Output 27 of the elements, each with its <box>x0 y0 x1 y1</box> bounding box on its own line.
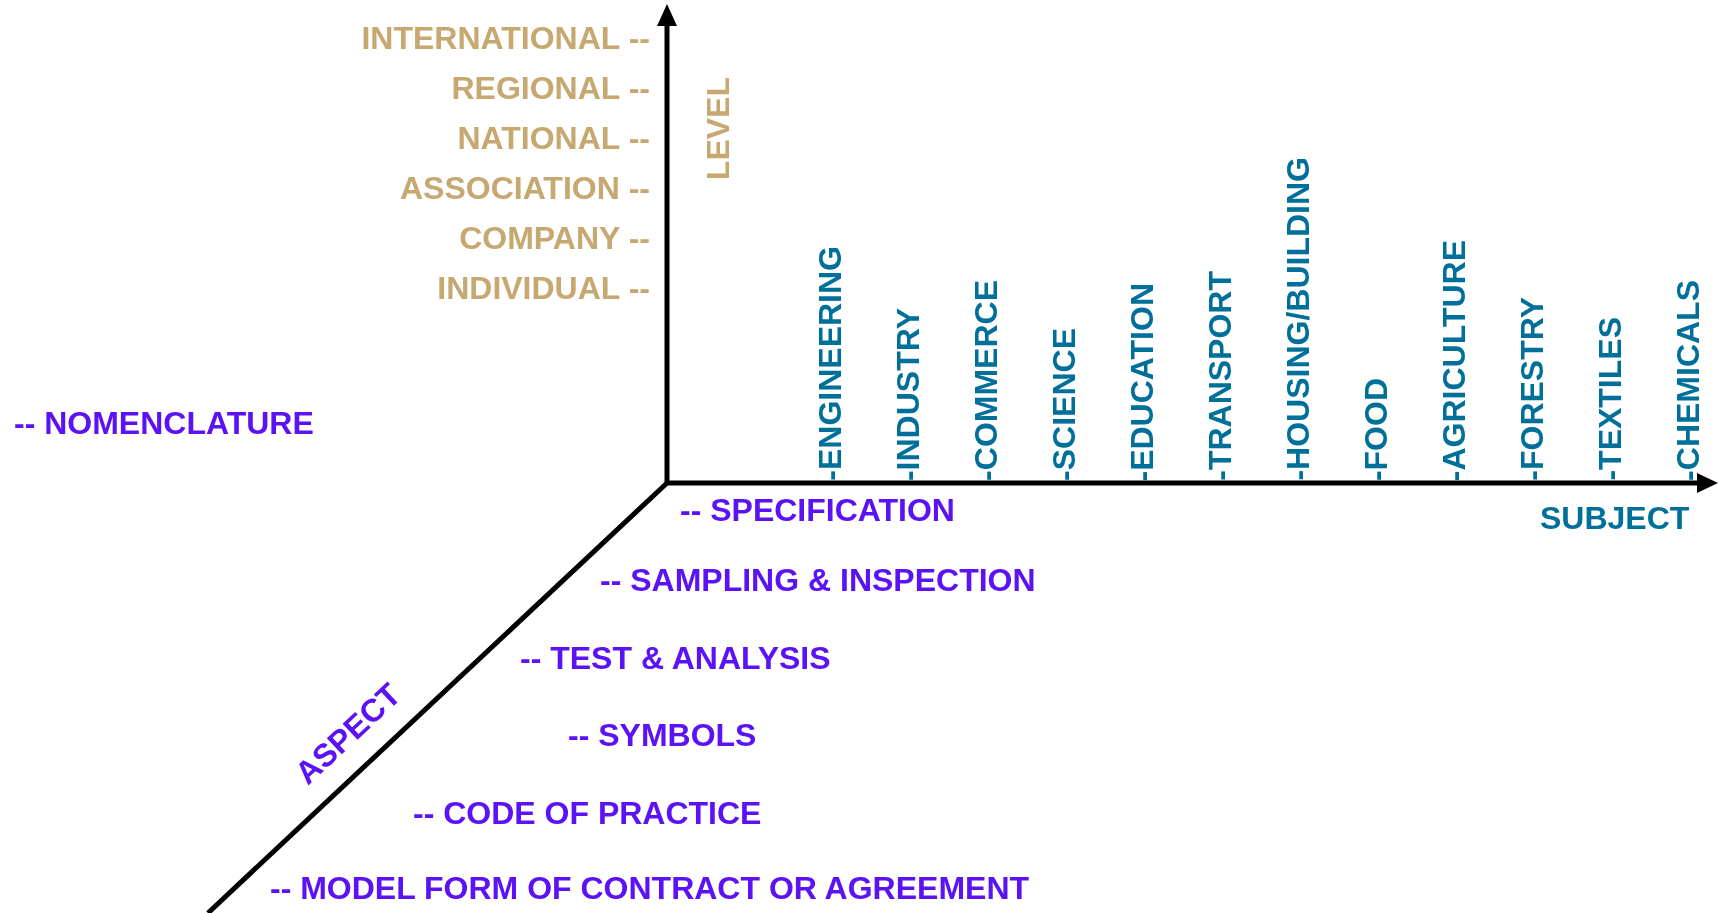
subject-label: -TEXTILES <box>1592 317 1629 481</box>
subject-label: -FOOD <box>1358 377 1395 481</box>
subject-label: -AGRICULTURE <box>1436 239 1473 481</box>
aspect-label: -- SPECIFICATION <box>680 492 955 529</box>
level-label: ASSOCIATION -- <box>399 170 650 207</box>
aspect-label: -- SYMBOLS <box>568 717 757 754</box>
axis-title: SUBJECT <box>1540 500 1690 537</box>
subject-label: -HOUSING/BUILDING <box>1280 157 1317 481</box>
subject-label: -EDUCATION <box>1124 282 1161 481</box>
level-label: INTERNATIONAL -- <box>361 20 650 57</box>
aspect-label: -- SAMPLING & INSPECTION <box>600 562 1036 599</box>
level-label: INDIVIDUAL -- <box>437 270 650 307</box>
subject-label: -FORESTRY <box>1514 297 1551 481</box>
subject-label: -CHEMICALS <box>1670 280 1707 481</box>
subject-label: -SCIENCE <box>1046 328 1083 481</box>
subject-label: -INDUSTRY <box>890 307 927 481</box>
subject-label: -ENGINEERING <box>812 246 849 481</box>
level-label: COMPANY -- <box>459 220 650 257</box>
level-label: NATIONAL -- <box>457 120 650 157</box>
level-label: REGIONAL -- <box>451 70 650 107</box>
subject-label: -TRANSPORT <box>1202 271 1239 481</box>
aspect-label: -- MODEL FORM OF CONTRACT OR AGREEMENT <box>270 870 1030 907</box>
subject-label: -COMMERCE <box>968 280 1005 481</box>
aspect-label: -- CODE OF PRACTICE <box>413 795 762 832</box>
aspect-label: -- TEST & ANALYSIS <box>520 640 831 677</box>
aspect-label: -- NOMENCLATURE <box>14 405 314 442</box>
axis-title: LEVEL <box>700 76 737 180</box>
